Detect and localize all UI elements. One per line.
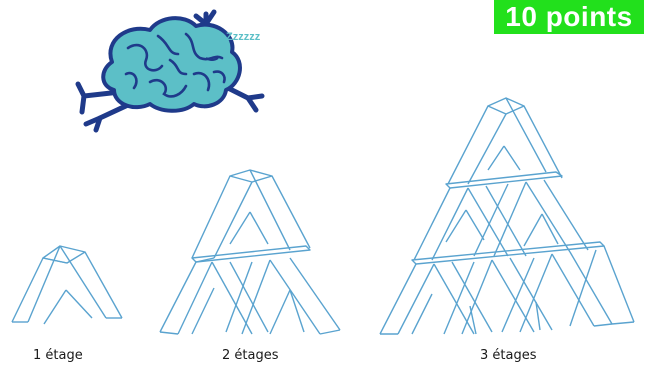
points-badge: 10 points (494, 0, 644, 34)
sleep-zzz-text: Zzzzzz (226, 31, 261, 43)
card-house-3-floors (380, 98, 634, 334)
caption-2-floors: 2 étages (222, 348, 279, 363)
caption-1-floor: 1 étage (33, 348, 83, 363)
card-house-2-floors (160, 170, 340, 334)
sleeping-brain-icon: Zzzzzz (78, 12, 262, 130)
caption-3-floors: 3 étages (480, 348, 537, 363)
card-house-1-floor (12, 246, 122, 324)
